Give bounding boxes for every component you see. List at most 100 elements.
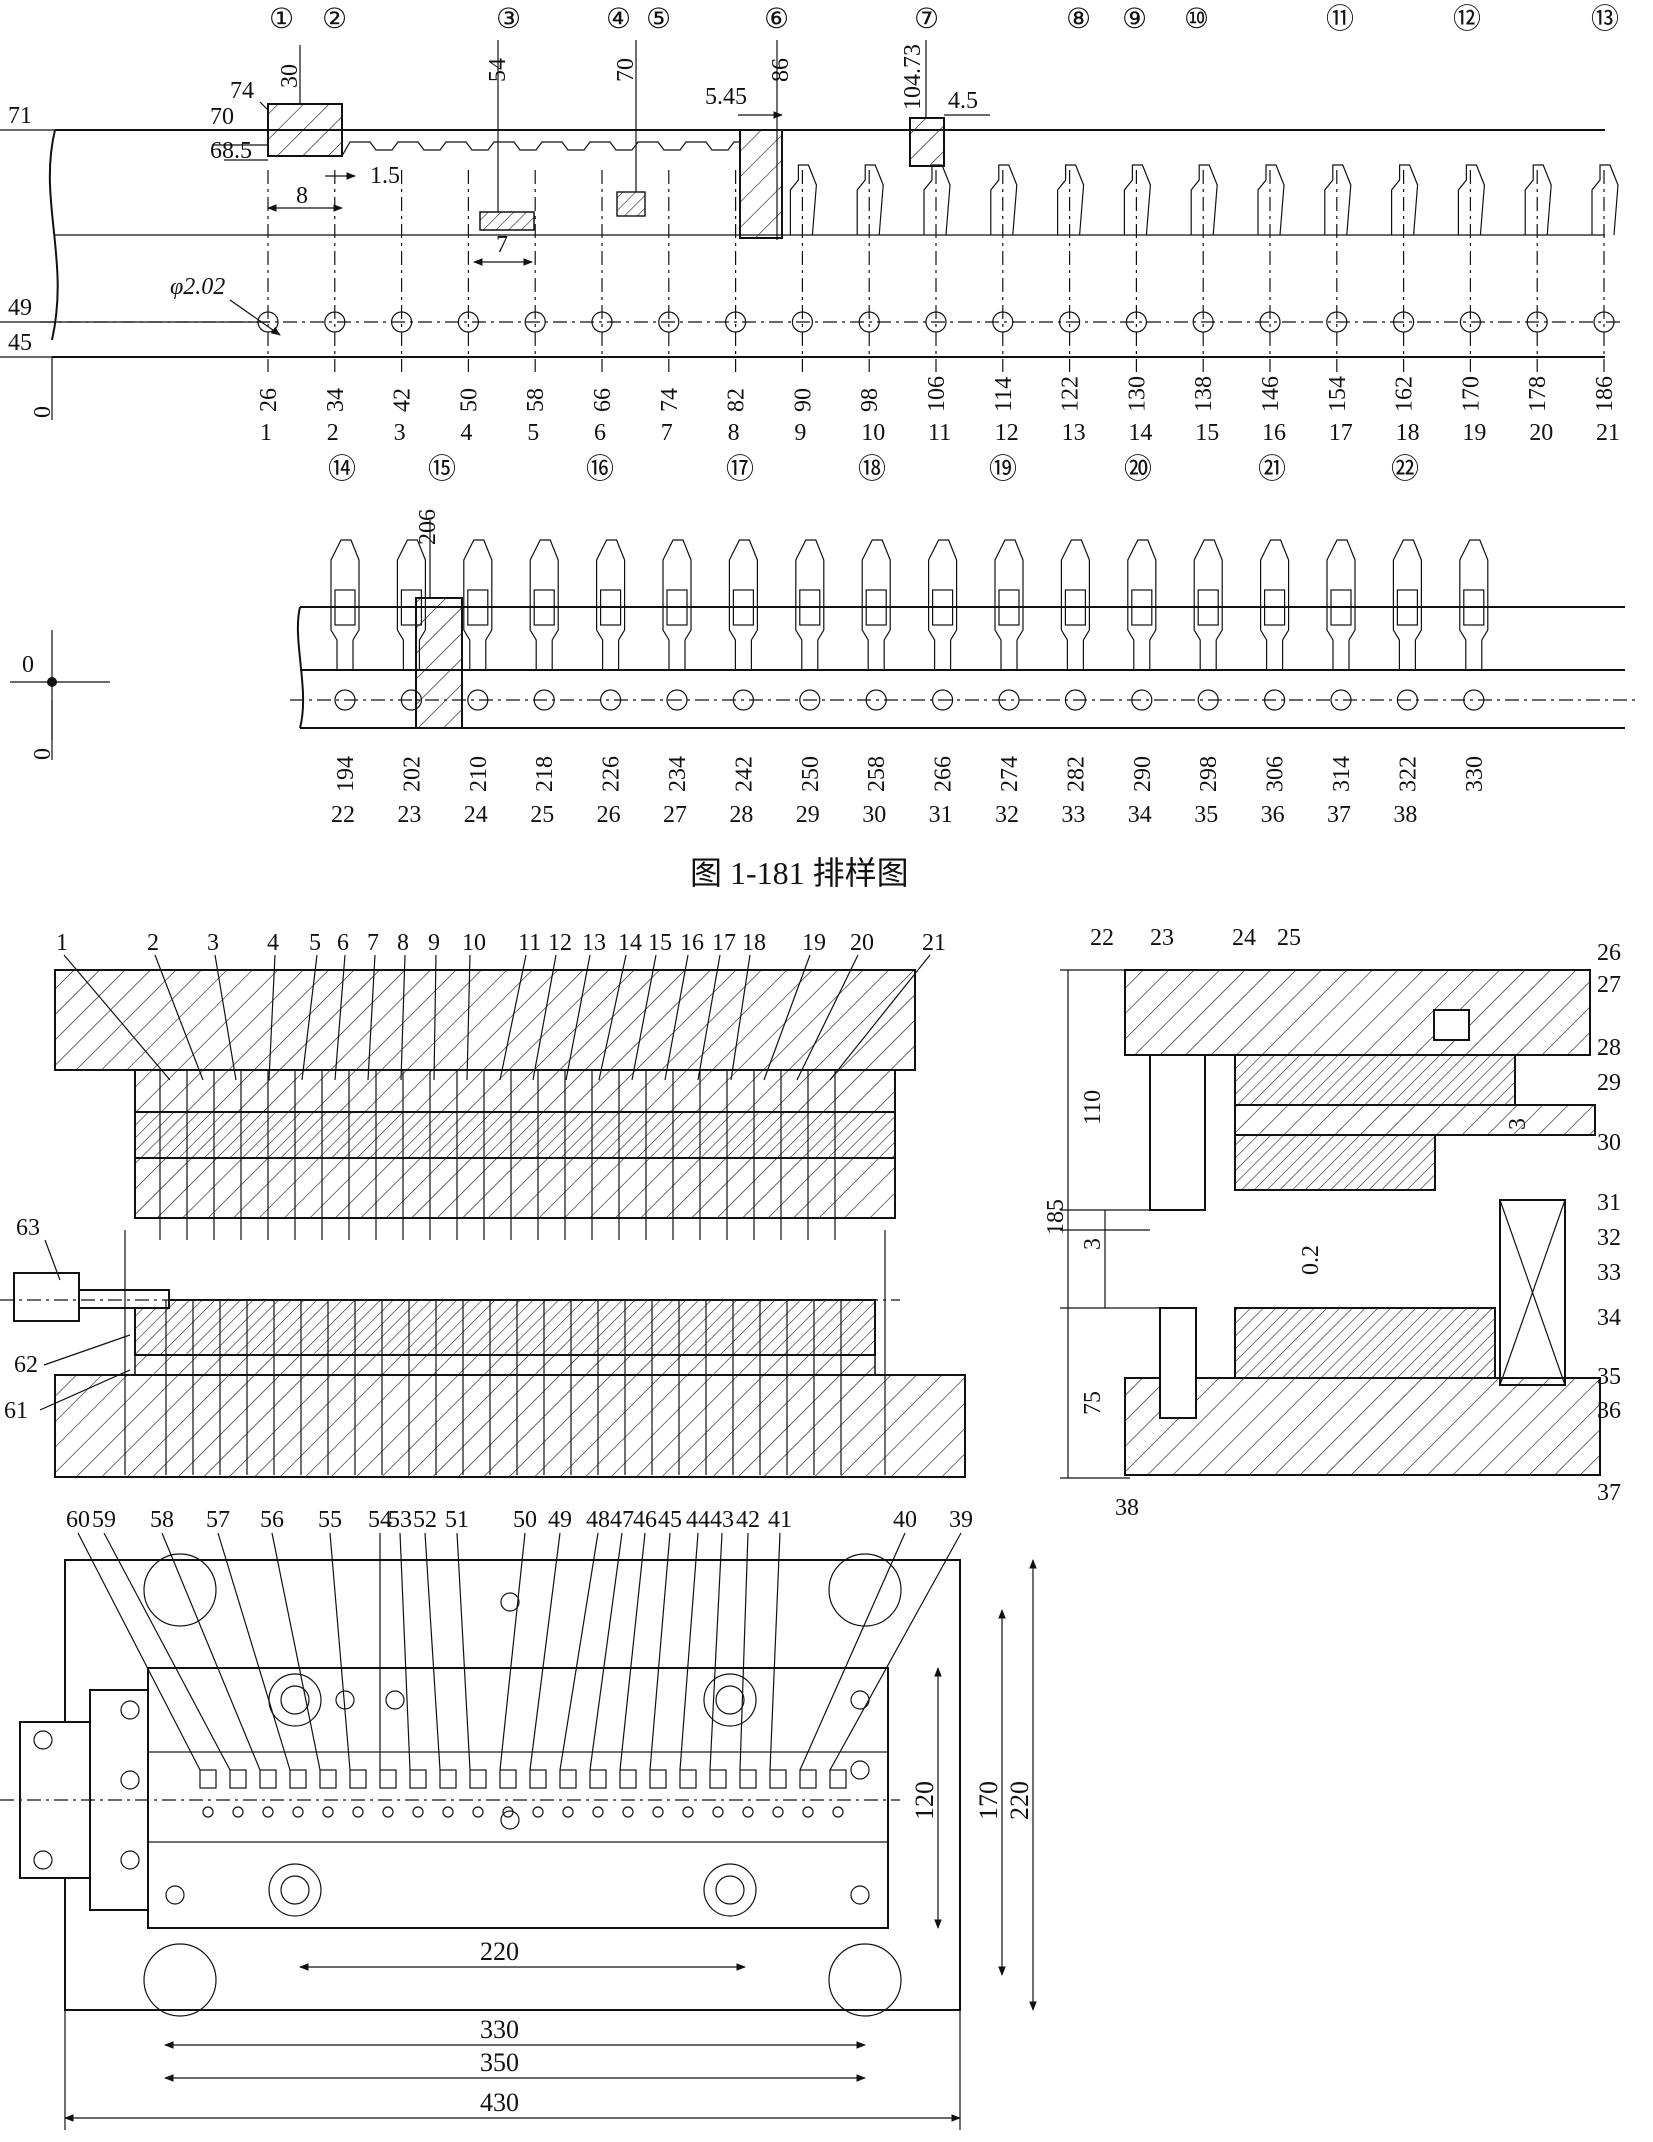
part-label: 17 (712, 930, 736, 956)
part-label: 36 (1597, 1398, 1621, 1424)
leader-line (77, 1532, 201, 1771)
station-number: ② (322, 4, 347, 35)
position-label: 218 (532, 756, 558, 792)
leader-line (763, 954, 811, 1081)
position-label: 266 (931, 756, 957, 792)
dim-350: 350 (480, 2048, 519, 2077)
station-number: ⑲ (989, 453, 1017, 485)
position-label: 298 (1196, 756, 1222, 792)
dim-0-2: 0.2 (1298, 1245, 1324, 1275)
part-window (1197, 589, 1219, 626)
part-label: 41 (768, 1507, 792, 1533)
station-number: ⑨ (1122, 4, 1147, 35)
part-label: 13 (582, 930, 606, 956)
leader-line (730, 954, 751, 1081)
part-outline (596, 539, 626, 670)
part-outline (856, 164, 884, 236)
part-label: 57 (206, 1507, 230, 1533)
dim-75: 75 (1080, 1391, 1106, 1415)
part-label: 59 (92, 1507, 116, 1533)
bolt-hole (120, 1850, 140, 1870)
pilot-number: 12 (995, 420, 1019, 446)
station-number: ⑫ (1453, 3, 1481, 35)
part-label: 51 (445, 1507, 469, 1533)
station-number: ① (269, 4, 294, 35)
part-label: 24 (1232, 925, 1256, 951)
punch-insert (199, 1769, 217, 1789)
screw-hole (532, 1806, 544, 1818)
pilot-hole (998, 689, 1020, 711)
leader-line (103, 1532, 231, 1771)
leader-line (565, 954, 591, 1081)
part-window (1131, 589, 1153, 626)
part-outline (1524, 164, 1552, 236)
bolt-hole (33, 1850, 53, 1870)
bolt-hole (500, 1810, 520, 1830)
screw-hole (742, 1806, 754, 1818)
station-number: ⑬ (1591, 3, 1619, 35)
part-outline (396, 539, 426, 670)
dim-4-5: 4.5 (948, 88, 978, 114)
bolt-hole (850, 1885, 870, 1905)
screw-hole (652, 1806, 664, 1818)
part-label: 14 (618, 930, 642, 956)
station-number: ④ (606, 4, 631, 35)
part-label: 11 (518, 930, 541, 956)
pilot-number: 2 (327, 420, 339, 446)
leader-line (329, 1532, 351, 1771)
pilot-number: 33 (1061, 802, 1085, 828)
strip-row-1 (0, 40, 1620, 420)
screw-hole (592, 1806, 604, 1818)
pilot-number: 13 (1062, 420, 1086, 446)
dim-0b: 0 (30, 748, 56, 760)
dim-54: 54 (485, 58, 511, 82)
guide-bushing (703, 1673, 757, 1727)
part-label: 38 (1115, 1495, 1139, 1521)
screw-hole (772, 1806, 784, 1818)
punch-insert (709, 1769, 727, 1789)
position-label: 98 (857, 388, 883, 412)
position-label: 66 (590, 388, 616, 412)
pilot-number: 4 (460, 420, 472, 446)
figure-caption: 图 1-181 排样图 (690, 855, 909, 891)
part-outline (1391, 164, 1419, 236)
part-label: 1 (56, 930, 68, 956)
dim-7: 7 (496, 232, 508, 258)
part-label: 18 (742, 930, 766, 956)
bolt-hole (385, 1690, 405, 1710)
part-label: 10 (462, 930, 486, 956)
position-label: 202 (399, 756, 425, 792)
dim-430: 430 (480, 2088, 519, 2117)
part-label: 39 (949, 1507, 973, 1533)
leader-line (619, 1532, 646, 1771)
pilot-number: 10 (861, 420, 885, 446)
dim-74: 74 (230, 78, 254, 104)
part-window (1463, 589, 1485, 626)
pilot-number: 31 (929, 802, 953, 828)
leader-line (559, 1532, 599, 1771)
station-number: ㉒ (1391, 453, 1419, 485)
leader-line (424, 1532, 441, 1771)
pilot-number: 38 (1393, 802, 1417, 828)
part-window (799, 589, 821, 626)
position-label: 90 (790, 388, 816, 412)
part-label: 60 (66, 1507, 90, 1533)
pilot-number: 22 (331, 802, 355, 828)
station-number: ⑧ (1066, 4, 1091, 35)
dim-3: 3 (1080, 1238, 1106, 1250)
part-label: 56 (260, 1507, 284, 1533)
part-label: 27 (1597, 972, 1621, 998)
part-outline (1057, 164, 1085, 236)
pilot-number: 17 (1329, 420, 1353, 446)
part-label: 6 (337, 930, 349, 956)
pilot-hole (1330, 689, 1352, 711)
pilot-number: 34 (1128, 802, 1152, 828)
part-outline (789, 164, 818, 236)
part-outline (1123, 164, 1152, 236)
leader-line (631, 954, 657, 1081)
pilot-number: 9 (794, 420, 806, 446)
